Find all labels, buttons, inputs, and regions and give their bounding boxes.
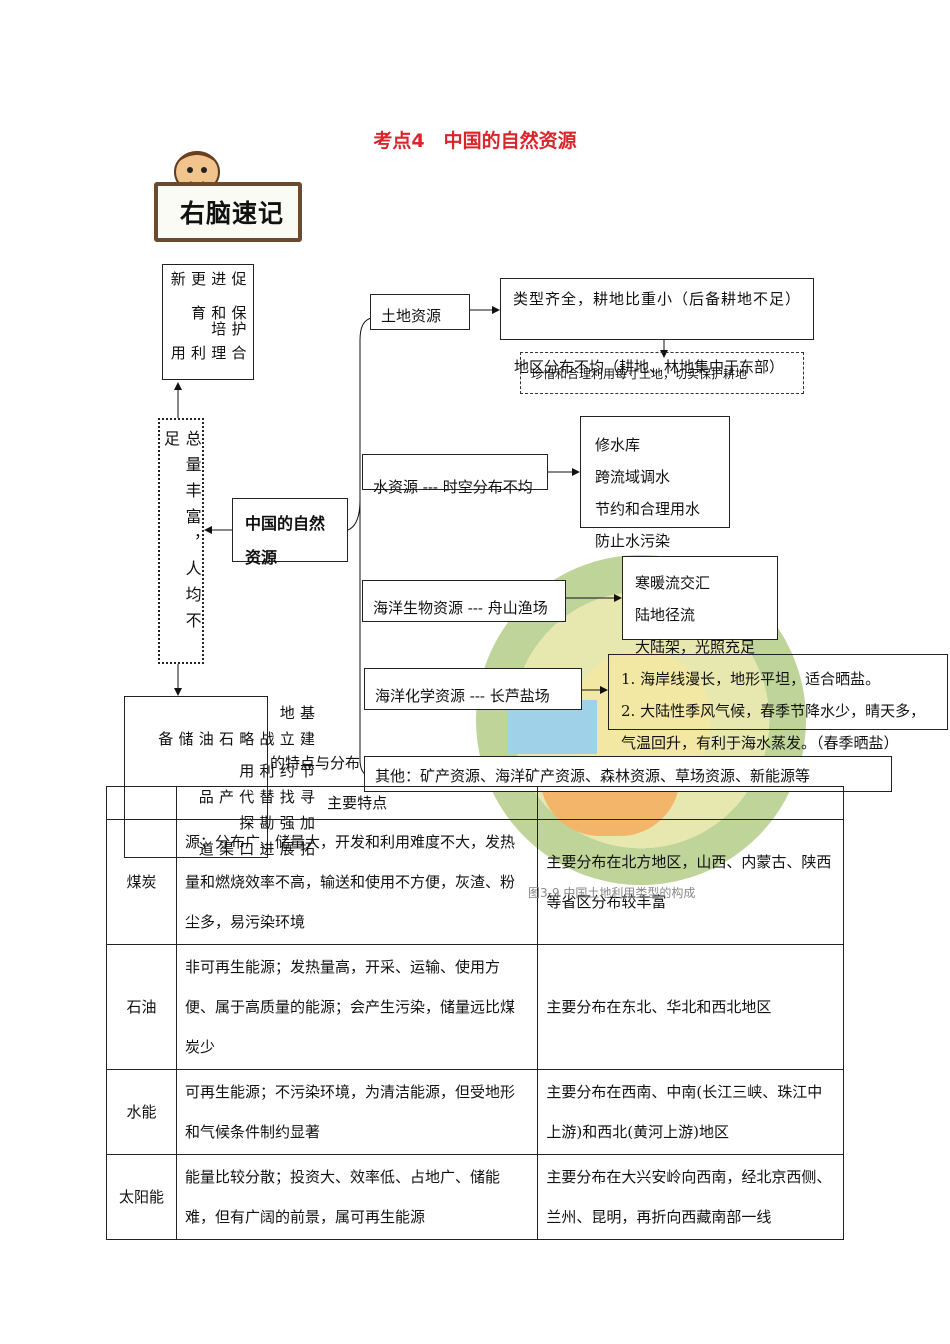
water-resource-box: 水资源 --- 时空分布不均 (362, 454, 548, 496)
other-label: 其他：矿产资源、海洋矿产资源、森林资源、草场资源、新能源等 (375, 767, 811, 785)
top-col-3: 促进更新 (168, 271, 248, 288)
bottom-col-4: 节约利用 (237, 762, 316, 779)
table-row: 石油 非可再生能源；发热量高，开采、运输、使用方便、属于高质量的能源；会产生污染… (106, 944, 844, 1070)
marine-bio-reason-2: 陆地径流 (635, 606, 696, 624)
table-row: 煤炭 源；分布广、储量大，开发和利用难度不大，发热量和燃烧效率不高，输送和使用不… (106, 819, 844, 945)
marine-bio-reasons-box: 寒暖流交汇 陆地径流 大陆架，光照充足 (622, 556, 778, 656)
marine-chem-reason-1: 1. 海岸线漫长，地形平坦，适合晒盐。 (621, 670, 881, 688)
chart-caption: 图3-9 中国土地利用类型的构成 (528, 886, 696, 900)
bottom-col-5: 建立战略石油储备 (156, 731, 316, 747)
row-distribution: 主要分布在北方地区，山西、内蒙古、陕西等省区分布较丰富 (537, 819, 844, 945)
table-header-0 (106, 786, 177, 820)
row-name: 水能 (106, 1069, 177, 1155)
water-label: 水资源 --- 时空分布不均 (373, 478, 533, 496)
protection-box: 合理利用 保护和培育 促进更新 (162, 264, 254, 380)
row-feature: 可再生能源；不污染环境，为清洁能源，但受地形和气候条件制约显著 (175, 1069, 539, 1155)
energy-table: 主要特点 煤炭 源；分布广、储量大，开发和利用难度不大，发热量和燃烧效率不高，输… (106, 786, 844, 1240)
top-col-2: 保护和培育 (189, 304, 248, 337)
table-intro: 的特点与分布 (270, 754, 361, 772)
table-header-row: 主要特点 (106, 786, 844, 820)
logo-board: 右脑速记 (154, 182, 302, 242)
top-col-1: 合理利用 (168, 345, 248, 362)
row-feature: 能量比较分散；投资大、效率低、占地广、储能难，但有广阔的前景，属可再生能源 (175, 1154, 539, 1240)
marine-bio-reason-3: 大陆架，光照充足 (635, 638, 756, 656)
land-detail-1: 类型齐全，耕地比重小（后备耕地不足） (513, 290, 802, 308)
water-measures-box: 修水库 跨流域调水 节约和合理用水 防止水污染 (580, 416, 730, 550)
center-label: 中国的自然资源 (245, 514, 326, 567)
land-detail-2: 地区分布不均（耕地、林地集中于东部） (514, 358, 785, 376)
marine-chem-reason-2: 2. 大陆性季风气候，春季节降水少，晴天多，气温回升，有利于海水蒸发。（春季晒盐… (621, 702, 926, 752)
marine-chem-reasons-box: 1. 海岸线漫长，地形平坦，适合晒盐。 2. 大陆性季风气候，春季节降水少，晴天… (608, 654, 948, 752)
water-measure-3: 节约和合理用水 (595, 500, 701, 518)
land-note: 珍惜和合理利用每寸土地，切实保护耕地 (531, 367, 748, 381)
bottom-col-6: 基地 (277, 705, 316, 721)
row-distribution: 主要分布在西南、中南(长江三峡、珠江中上游)和西北(黄河上游)地区 (537, 1069, 844, 1155)
row-name: 太阳能 (106, 1154, 177, 1240)
table-header-1: 主要特点 (175, 786, 539, 820)
marine-chem-box: 海洋化学资源 --- 长芦盐场 (364, 668, 582, 710)
row-feature: 非可再生能源；发热量高，开采、运输、使用方便、属于高质量的能源；会产生污染，储量… (175, 944, 539, 1070)
row-distribution: 主要分布在东北、华北和西北地区 (537, 944, 844, 1070)
water-measure-4: 防止水污染 (595, 532, 671, 550)
table-row: 太阳能 能量比较分散；投资大、效率低、占地广、储能难，但有广阔的前景，属可再生能… (106, 1154, 844, 1240)
table-header-2 (537, 786, 844, 820)
right-brain-logo: 右脑速记 (140, 150, 310, 250)
land-resource-box: 土地资源 (370, 294, 470, 330)
land-label: 土地资源 (381, 307, 442, 325)
table-row: 水能 可再生能源；不污染环境，为清洁能源，但受地形和气候条件制约显著 主要分布在… (106, 1069, 844, 1155)
summary-box: 总量丰富，人均不足 (158, 418, 204, 664)
summary-text: 总量丰富，人均不足 (161, 430, 202, 638)
row-name: 煤炭 (106, 819, 177, 945)
row-name: 石油 (106, 944, 177, 1070)
center-box: 中国的自然资源 (232, 498, 348, 567)
logo-text: 右脑速记 (180, 199, 285, 228)
water-measure-2: 跨流域调水 (595, 468, 671, 486)
row-feature: 源；分布广、储量大，开发和利用难度不大，发热量和燃烧效率不高，输送和使用不方便，… (175, 819, 539, 945)
row-distribution: 主要分布在大兴安岭向西南，经北京西侧、兰州、昆明，再折向西藏南部一线 (537, 1154, 844, 1240)
marine-chem-label: 海洋化学资源 --- 长芦盐场 (375, 687, 550, 705)
water-measure-1: 修水库 (595, 436, 641, 454)
page-title: 考点4 中国的自然资源 (373, 130, 577, 152)
land-note-box: 珍惜和合理利用每寸土地，切实保护耕地 (520, 352, 804, 394)
marine-bio-label: 海洋生物资源 --- 舟山渔场 (373, 599, 548, 617)
land-detail-box: 类型齐全，耕地比重小（后备耕地不足） (500, 278, 814, 340)
marine-bio-box: 海洋生物资源 --- 舟山渔场 (362, 580, 566, 622)
marine-bio-reason-1: 寒暖流交汇 (635, 574, 711, 592)
